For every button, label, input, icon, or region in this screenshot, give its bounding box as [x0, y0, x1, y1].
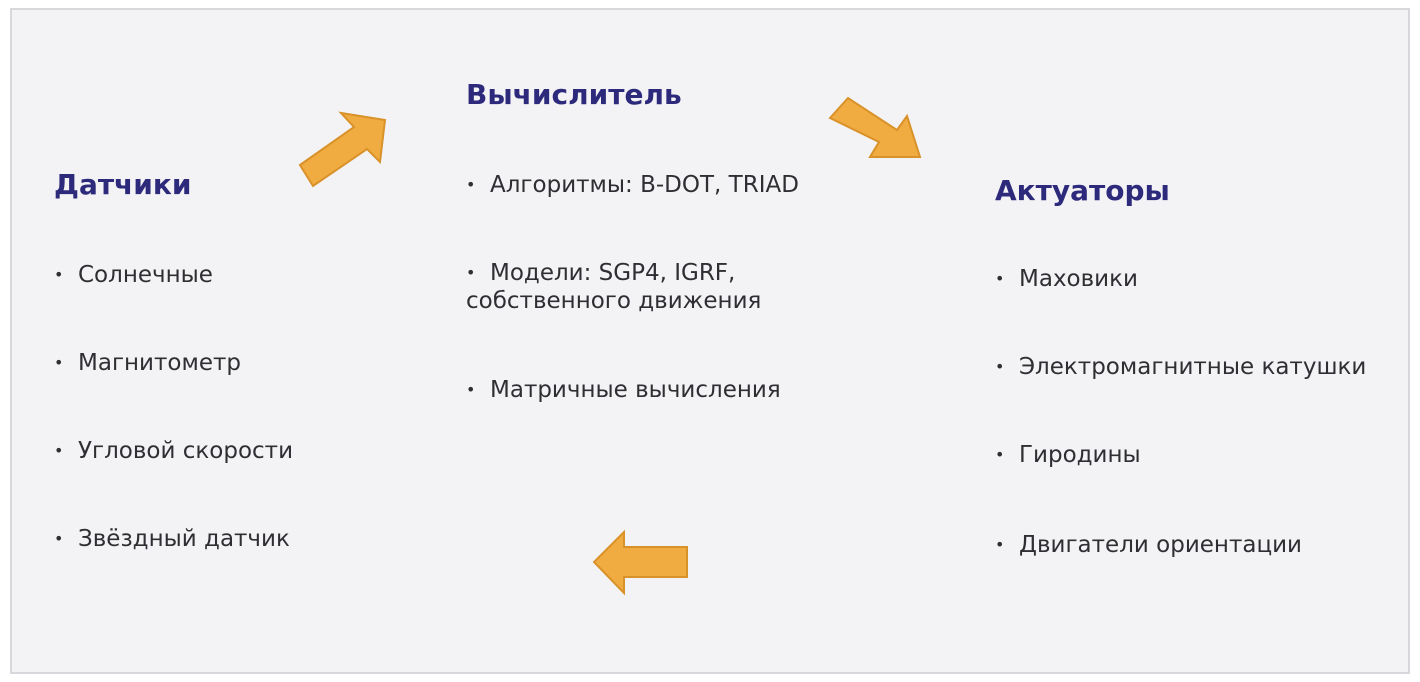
bullet-icon: • [466, 263, 476, 282]
actuators-item: •Гиродины [995, 439, 1141, 471]
computer-item: •Алгоритмы: B-DOT, TRIAD [466, 169, 799, 201]
bullet-icon: • [995, 269, 1005, 288]
bullet-icon: • [54, 529, 64, 548]
bullet-icon: • [54, 441, 64, 460]
bullet-icon: • [466, 380, 476, 399]
actuators-item: •Электромагнитные катушки [995, 351, 1366, 383]
sensors-item: •Звёздный датчик [54, 523, 290, 555]
sensors-item: •Солнечные [54, 259, 213, 291]
sensors-item: •Угловой скорости [54, 435, 293, 467]
diagram-panel [10, 8, 1410, 674]
actuators-title: Актуаторы [995, 174, 1170, 207]
computer-item: •Модели: SGP4, IGRF, [466, 257, 735, 289]
bullet-icon: • [54, 353, 64, 372]
bullet-icon: • [466, 175, 476, 194]
bullet-icon: • [995, 445, 1005, 464]
computer-item-continuation: собственного движения [466, 288, 762, 314]
computer-title: Вычислитель [466, 78, 682, 111]
actuators-item: •Двигатели ориентации [995, 529, 1302, 561]
sensors-title: Датчики [54, 168, 192, 201]
bullet-icon: • [995, 357, 1005, 376]
bullet-icon: • [995, 535, 1005, 554]
sensors-item: •Магнитометр [54, 347, 241, 379]
computer-item: •Матричные вычисления [466, 374, 781, 406]
bullet-icon: • [54, 265, 64, 284]
actuators-item: •Маховики [995, 263, 1138, 295]
